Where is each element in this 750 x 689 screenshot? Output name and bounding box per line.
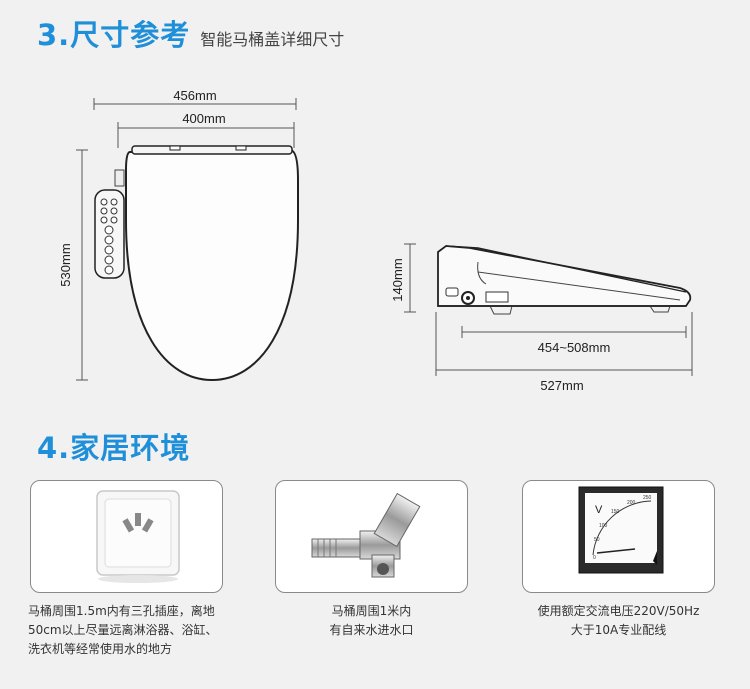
meter-scale-arc: [592, 500, 652, 556]
socket-illustration: [96, 490, 180, 583]
seat-side-view: [437, 245, 692, 307]
caption-line: 洗衣机等经常使用水的地方: [28, 642, 173, 656]
card-water-valve: [275, 480, 468, 593]
dim-label-400: 400mm: [182, 111, 225, 126]
caption-line: 马桶周围1米内: [331, 604, 412, 618]
meter-face: [585, 493, 657, 563]
caption-voltmeter: 使用额定交流电压220V/50Hz 大于10A专业配线: [522, 602, 715, 640]
side-port: [485, 291, 509, 303]
dim-label-454-508: 454~508mm: [538, 340, 611, 355]
caption-line: 有自来水进水口: [329, 623, 414, 637]
hinge-clip: [169, 145, 181, 151]
card-socket: [30, 480, 223, 593]
section-4-header: 4.家居环境: [37, 425, 190, 467]
control-buttons: [100, 198, 118, 275]
valve-handle: [373, 492, 421, 548]
card-voltmeter: V 0 50 100 150 200 250: [522, 480, 715, 593]
caption-line: 使用额定交流电压220V/50Hz: [537, 604, 700, 618]
meter-tick-label: 200: [627, 500, 636, 506]
seat-edge: [477, 271, 681, 301]
thread-lines: [317, 539, 337, 557]
dim-label-530: 530mm: [58, 243, 73, 286]
caption-line: 马桶周围1.5m内有三孔插座，离地: [28, 604, 215, 618]
meter-tick-label: 50: [594, 537, 600, 543]
socket-face: [104, 498, 172, 568]
water-inlet-dot: [466, 296, 470, 300]
meter-corner: [653, 551, 657, 565]
caption-socket: 马桶周围1.5m内有三孔插座，离地 50cm以上尽量远离淋浴器、浴缸、 洗衣机等…: [28, 602, 218, 659]
dim-label-527: 527mm: [540, 378, 583, 393]
section-4-title: 4.家居环境: [37, 431, 191, 465]
meter-tick-label: 0: [593, 555, 596, 561]
dim-label-456: 456mm: [173, 88, 216, 103]
socket-hole-left: [122, 518, 135, 533]
valve-illustration: [311, 492, 421, 578]
caption-water-valve: 马桶周围1米内 有自来水进水口: [275, 602, 468, 640]
caption-line: 50cm以上尽量远离淋浴器、浴缸、: [28, 623, 218, 637]
dim-label-140: 140mm: [390, 258, 405, 301]
bracket: [489, 305, 513, 315]
voltmeter-illustration: V 0 50 100 150 200 250: [578, 486, 664, 574]
section-3-title: 3.尺寸参考: [37, 18, 191, 52]
seat-curve: [477, 261, 487, 285]
socket-shadow: [98, 575, 178, 583]
meter-tick-label: 250: [643, 495, 652, 501]
socket-hole-right: [141, 518, 154, 533]
bracket: [649, 305, 671, 313]
seat-top-view: [125, 148, 299, 382]
section-3-subtitle: 智能马桶盖详细尺寸: [200, 30, 345, 49]
seat-hinge-bar: [131, 145, 293, 155]
side-knob: [114, 169, 125, 187]
section-3-header: 3.尺寸参考 智能马桶盖详细尺寸: [37, 12, 344, 54]
caption-line: 大于10A专业配线: [570, 623, 667, 637]
hinge-clip: [235, 145, 247, 151]
side-port: [445, 287, 459, 297]
lid-edge: [445, 245, 687, 293]
meter-needle: [596, 548, 636, 554]
meter-unit: V: [595, 504, 603, 516]
meter-tick-label: 100: [599, 523, 608, 529]
outlet-hole: [377, 563, 389, 575]
socket-hole-top: [135, 513, 141, 526]
dimension-drawing: 456mm 400mm 530mm 140mm 454~508mm 527mm: [58, 88, 693, 393]
meter-tick-label: 150: [611, 509, 620, 515]
